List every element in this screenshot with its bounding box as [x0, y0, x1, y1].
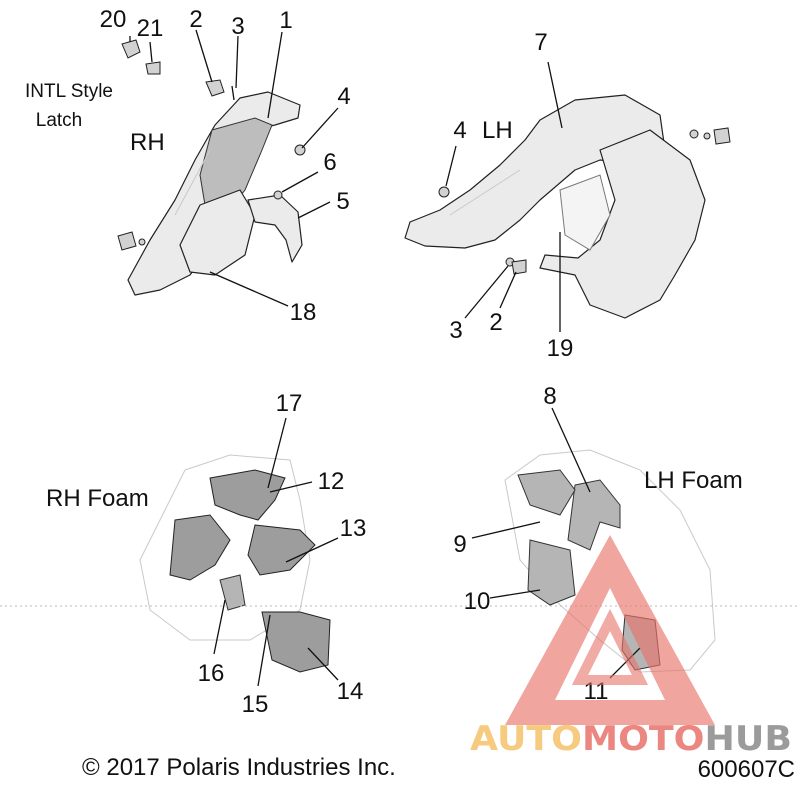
rh-fender-assembly — [117, 39, 306, 296]
watermark-hub: HUB — [705, 719, 792, 759]
callout-1: 1 — [279, 7, 292, 34]
lh-fender-panel — [559, 174, 611, 251]
lh-fender-part-7 — [404, 94, 666, 249]
lh-latch-washer-2 — [703, 132, 711, 140]
callout-19: 19 — [547, 335, 574, 362]
rh-fender-liner — [199, 117, 273, 216]
lh-latch-washer — [689, 129, 699, 139]
rh-fender-inner — [179, 189, 256, 276]
lh-latch — [713, 127, 731, 145]
section-label-lh: LH — [482, 117, 513, 144]
callout-18: 18 — [290, 299, 317, 326]
callout-labels: 1 2 3 4 6 5 18 20 21 7 4 3 2 19 17 12 13… — [100, 6, 609, 718]
intl-latch-note-line2: Latch — [36, 110, 82, 131]
lh-fender-assembly — [404, 94, 731, 319]
intl-latch-note-line1: INTL Style — [25, 81, 113, 102]
callout-7: 7 — [534, 29, 547, 56]
callout-4-rh: 4 — [337, 83, 350, 110]
rh-fender-detail — [174, 149, 211, 216]
callout-5: 5 — [336, 188, 349, 215]
rh-foam-assembly — [139, 454, 331, 673]
callout-17: 17 — [276, 390, 303, 417]
section-label-rh-foam: RH Foam — [46, 485, 149, 512]
watermark-triangle-logo — [505, 535, 715, 725]
callout-20: 20 — [100, 6, 127, 33]
rh-latch-part-21 — [145, 61, 161, 75]
lh-foam-part-9 — [517, 469, 576, 516]
callout-2-lh: 2 — [489, 309, 502, 336]
watermark-inner-triangle — [571, 608, 649, 685]
callout-6: 6 — [323, 149, 336, 176]
rh-fender-flap-part-5 — [247, 194, 303, 263]
rh-latch-part-20 — [121, 39, 141, 59]
lh-foam-part-10 — [527, 539, 576, 606]
lh-nut-part-4 — [438, 186, 450, 198]
rh-clip-part-6 — [273, 190, 283, 200]
rh-foam-part-15-strip — [219, 574, 246, 611]
callout-12: 12 — [318, 468, 345, 495]
section-label-rh: RH — [130, 129, 165, 156]
lh-screw-part-2 — [511, 259, 527, 275]
callout-3-rh: 3 — [231, 13, 244, 40]
rh-foam-part-16 — [169, 514, 231, 581]
callout-16: 16 — [198, 660, 225, 687]
lh-foam-part-8 — [567, 479, 621, 551]
rh-screw-part-2 — [205, 79, 225, 97]
rh-latch-side — [117, 231, 137, 251]
leader-lines — [129, 29, 641, 687]
lh-foam-ghost-fender — [504, 449, 716, 673]
copyright-text: © 2017 Polaris Industries Inc. — [82, 754, 396, 781]
callout-15: 15 — [242, 691, 269, 718]
callout-8: 8 — [543, 383, 556, 410]
rh-rivet-part-3 — [231, 85, 235, 101]
rh-foam-part-12 — [209, 469, 286, 521]
section-label-lh-foam: LH Foam — [644, 467, 743, 494]
callout-2-rh: 2 — [189, 6, 202, 33]
callout-3-lh: 3 — [449, 317, 462, 344]
callout-9: 9 — [453, 531, 466, 558]
watermark-moto: MOTO — [582, 719, 705, 759]
lh-fender-detail — [449, 169, 521, 216]
rh-foam-part-14 — [261, 611, 331, 673]
rh-foam-part-13 — [247, 524, 316, 576]
callout-21: 21 — [137, 15, 164, 42]
callout-4-lh: 4 — [453, 117, 466, 144]
watermark-auto: AUTO — [470, 719, 582, 759]
rh-latch-side-washer — [138, 238, 146, 246]
callout-14: 14 — [337, 678, 364, 705]
part-number: 600607C — [698, 756, 795, 783]
callout-10: 10 — [464, 588, 491, 615]
callout-13: 13 — [340, 515, 367, 542]
